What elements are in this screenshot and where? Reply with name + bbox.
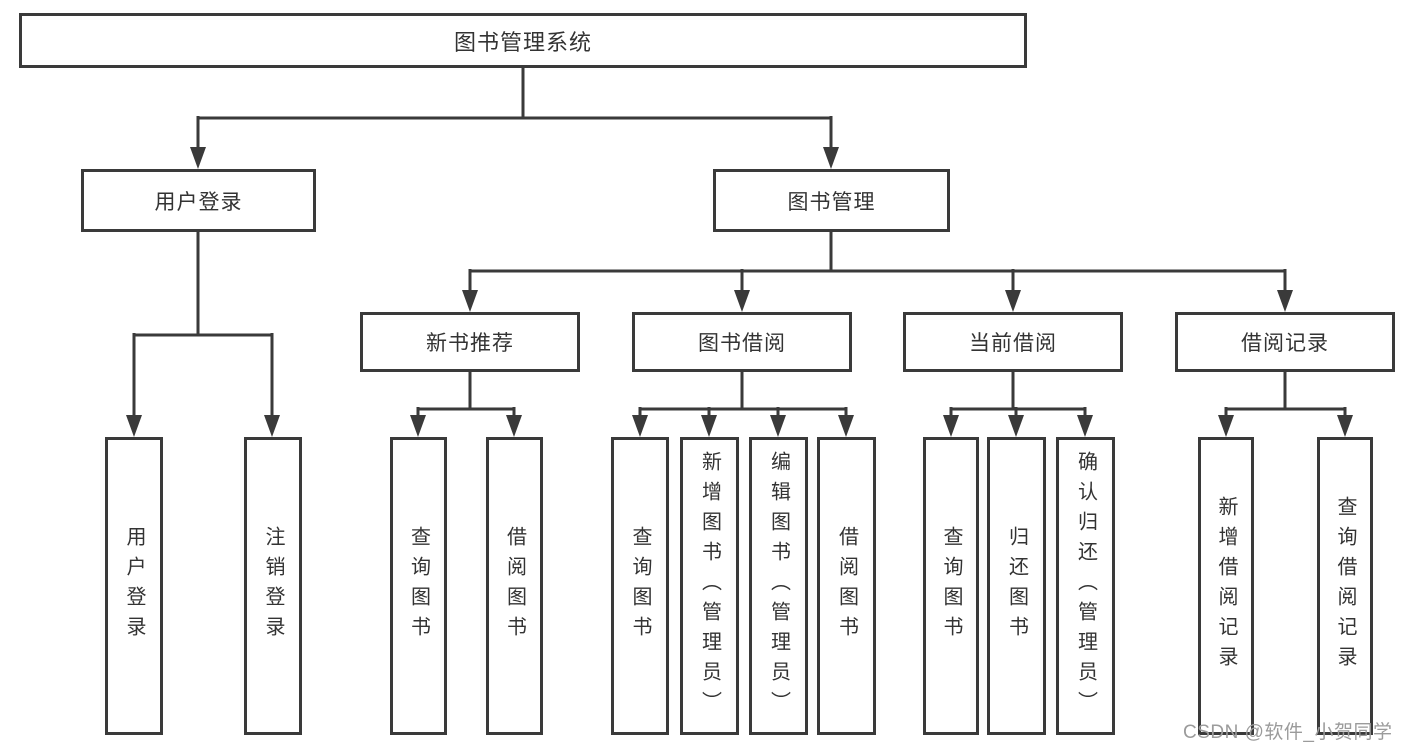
leaf-label: 借阅图书 bbox=[503, 526, 526, 646]
leaf-edit-book-admin: 编辑图书（管理员） bbox=[749, 437, 808, 735]
leaf-user-login: 用户登录 bbox=[105, 437, 163, 735]
node-borrow-record: 借阅记录 bbox=[1175, 312, 1395, 372]
node-new-book-recommend: 新书推荐 bbox=[360, 312, 580, 372]
leaf-query-books-borrow: 查询图书 bbox=[611, 437, 669, 735]
edge-userlogin-to-leaves bbox=[132, 231, 274, 417]
leaf-label: 查询图书 bbox=[940, 526, 962, 646]
leaf-borrow-book: 借阅图书 bbox=[817, 437, 876, 735]
node-book-management: 图书管理 bbox=[713, 169, 950, 232]
arrowheads bbox=[126, 147, 1353, 437]
leaf-return-book: 归还图书 bbox=[987, 437, 1046, 735]
leaf-add-book-admin: 新增图书（管理员） bbox=[680, 437, 739, 735]
leaf-label: 查询图书 bbox=[407, 526, 430, 646]
node-user-login: 用户登录 bbox=[81, 169, 316, 232]
leaf-label: 确认归还（管理员） bbox=[1074, 451, 1097, 721]
leaf-label: 归还图书 bbox=[1005, 526, 1028, 646]
node-current-borrow: 当前借阅 bbox=[903, 312, 1123, 372]
leaf-borrow-books-recommend: 借阅图书 bbox=[486, 437, 543, 735]
edge-bookmgmt-to-level3 bbox=[468, 231, 1287, 292]
leaf-label: 注销登录 bbox=[262, 526, 284, 646]
leaf-label: 新增图书（管理员） bbox=[698, 451, 721, 721]
node-library-management-system: 图书管理系统 bbox=[19, 13, 1027, 68]
leaf-add-borrow-record: 新增借阅记录 bbox=[1198, 437, 1254, 735]
leaf-confirm-return-admin: 确认归还（管理员） bbox=[1056, 437, 1115, 735]
leaf-label: 用户登录 bbox=[123, 526, 145, 646]
node-book-borrow: 图书借阅 bbox=[632, 312, 852, 372]
leaf-label: 查询借阅记录 bbox=[1334, 496, 1356, 676]
leaf-query-books-current: 查询图书 bbox=[923, 437, 979, 735]
leaf-label: 借阅图书 bbox=[835, 526, 858, 646]
leaf-label: 查询图书 bbox=[629, 526, 651, 646]
edge-current-to-leaves bbox=[949, 370, 1087, 417]
edge-newbook-to-leaves bbox=[416, 370, 516, 417]
csdn-watermark: CSDN @软件_小贺同学 bbox=[1183, 722, 1393, 743]
edge-record-to-leaves bbox=[1224, 370, 1347, 417]
edge-borrow-to-leaves bbox=[638, 370, 848, 417]
leaf-query-books-recommend: 查询图书 bbox=[390, 437, 447, 735]
leaf-query-borrow-record: 查询借阅记录 bbox=[1317, 437, 1373, 735]
leaf-logout: 注销登录 bbox=[244, 437, 302, 735]
leaf-label: 新增借阅记录 bbox=[1215, 496, 1237, 676]
edge-root-to-level2 bbox=[196, 66, 833, 149]
leaf-label: 编辑图书（管理员） bbox=[767, 451, 790, 721]
